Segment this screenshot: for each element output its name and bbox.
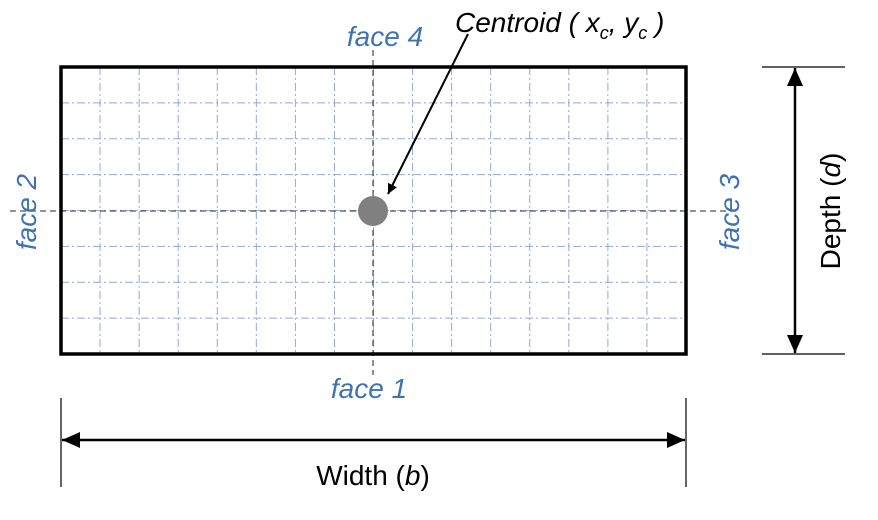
centroid-y-subscript: c [638, 23, 647, 43]
centroid-x-variable: x [584, 7, 601, 38]
face-label-left: face 2 [11, 173, 42, 250]
face-label-top: face 4 [347, 21, 423, 52]
centroid-leader-arrow [387, 33, 469, 195]
width-label-close: ) [420, 460, 429, 491]
width-label-variable: b [405, 460, 421, 491]
depth-label-text: Depth ( [815, 177, 846, 269]
centroid-label: Centroid ( xc, yc ) [455, 7, 664, 43]
section-outline [59, 65, 688, 356]
centroid-label-suffix: ) [647, 7, 664, 38]
centroid-dot [358, 196, 388, 226]
depth-label-variable: d [815, 161, 846, 178]
centroid-label-prefix: Centroid ( [455, 7, 586, 38]
face-label-right: face 3 [714, 173, 745, 250]
centroid-y-variable: y [622, 7, 640, 38]
width-label: Width (b) [316, 460, 430, 491]
centroid-x-subscript: c [600, 23, 609, 43]
centroid-label-separator: , [609, 7, 625, 38]
width-label-text: Width ( [316, 460, 405, 491]
depth-label-close: ) [815, 153, 846, 162]
face-label-bottom: face 1 [331, 373, 407, 404]
depth-label: Depth (d) [815, 153, 846, 270]
